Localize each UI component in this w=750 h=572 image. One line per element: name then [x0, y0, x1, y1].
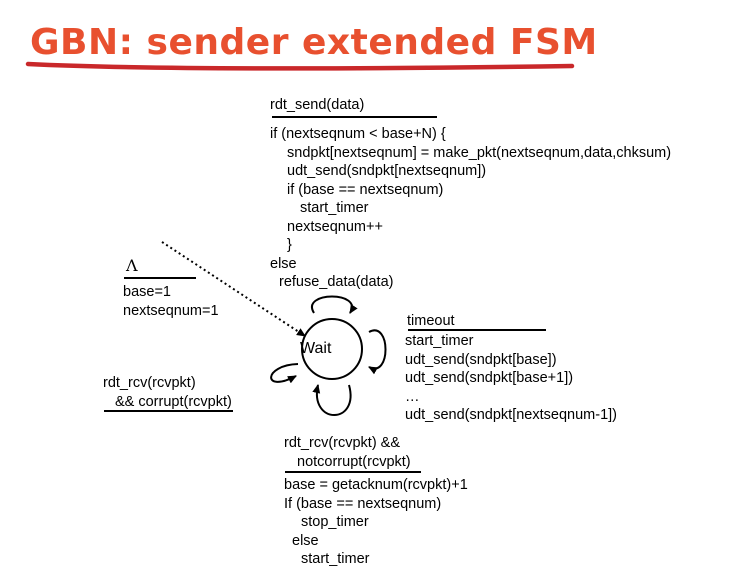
timeout-self-loop: [368, 329, 387, 375]
ack-event-line: rdt_rcv(rcvpkt) &&: [284, 435, 401, 451]
corrupt-event-line: && corrupt(rcvpkt): [115, 393, 232, 410]
ack-actions: base = getacknum(rcvpkt)+1 If (base == n…: [284, 476, 468, 569]
ack-action-line: else: [292, 532, 319, 549]
ack-action-line: start_timer: [301, 551, 370, 567]
send-action-line: }: [287, 237, 292, 253]
ack-action-line: base = getacknum(rcvpkt)+1: [284, 477, 468, 493]
ack-action-line: stop_timer: [301, 514, 369, 530]
ack-self-loop: [312, 384, 352, 416]
send-action-line: sndpkt[nextseqnum] = make_pkt(nextseqnum…: [287, 144, 672, 161]
send-action-line: if (base == nextseqnum): [287, 181, 444, 198]
timeout-actions: start_timer udt_send(sndpkt[base]) udt_s…: [405, 332, 617, 425]
corrupt-self-loop: [270, 363, 299, 384]
corrupt-event-line: rdt_rcv(rcvpkt): [103, 375, 196, 391]
slide-title: GBN: sender extended FSM: [30, 22, 598, 63]
send-action-line: udt_send(sndpkt[nextseqnum]): [287, 163, 487, 179]
ack-action-line: If (base == nextseqnum): [284, 495, 442, 512]
send-action-line: refuse_data(data): [279, 274, 394, 290]
send-event-label: rdt_send(data): [270, 97, 365, 113]
initial-transition-arrow: [161, 241, 306, 337]
send-actions: if (nextseqnum < base+N) { sndpkt[nextse…: [270, 125, 671, 292]
timeout-action-line: udt_send(sndpkt[base]): [405, 351, 557, 368]
ack-event-line: notcorrupt(rcvpkt): [297, 453, 411, 470]
timeout-action-line: udt_send(sndpkt[base+1]): [405, 370, 574, 386]
timeout-action-line: udt_send(sndpkt[nextseqnum-1]): [405, 407, 617, 423]
init-actions: base=1 nextseqnum=1: [123, 283, 219, 320]
wait-state-circle: [301, 318, 363, 380]
send-action-line: else: [270, 255, 297, 272]
timeout-event-label: timeout: [407, 313, 455, 329]
ack-event-label: rdt_rcv(rcvpkt) && notcorrupt(rcvpkt): [284, 434, 411, 471]
send-action-line: if (nextseqnum < base+N) {: [270, 126, 446, 142]
wait-state-label: Wait: [300, 340, 332, 357]
send-self-loop: [311, 295, 358, 314]
title-underline: [25, 61, 575, 71]
send-action-line: nextseqnum++: [287, 218, 383, 235]
timeout-action-line: …: [405, 388, 420, 405]
init-action-line: nextseqnum=1: [123, 302, 219, 319]
timeout-action-line: start_timer: [405, 333, 474, 349]
init-event-label: Λ: [126, 256, 138, 275]
send-action-line: start_timer: [300, 200, 369, 216]
corrupt-event-label: rdt_rcv(rcvpkt) && corrupt(rcvpkt): [103, 374, 232, 411]
init-action-line: base=1: [123, 284, 171, 300]
